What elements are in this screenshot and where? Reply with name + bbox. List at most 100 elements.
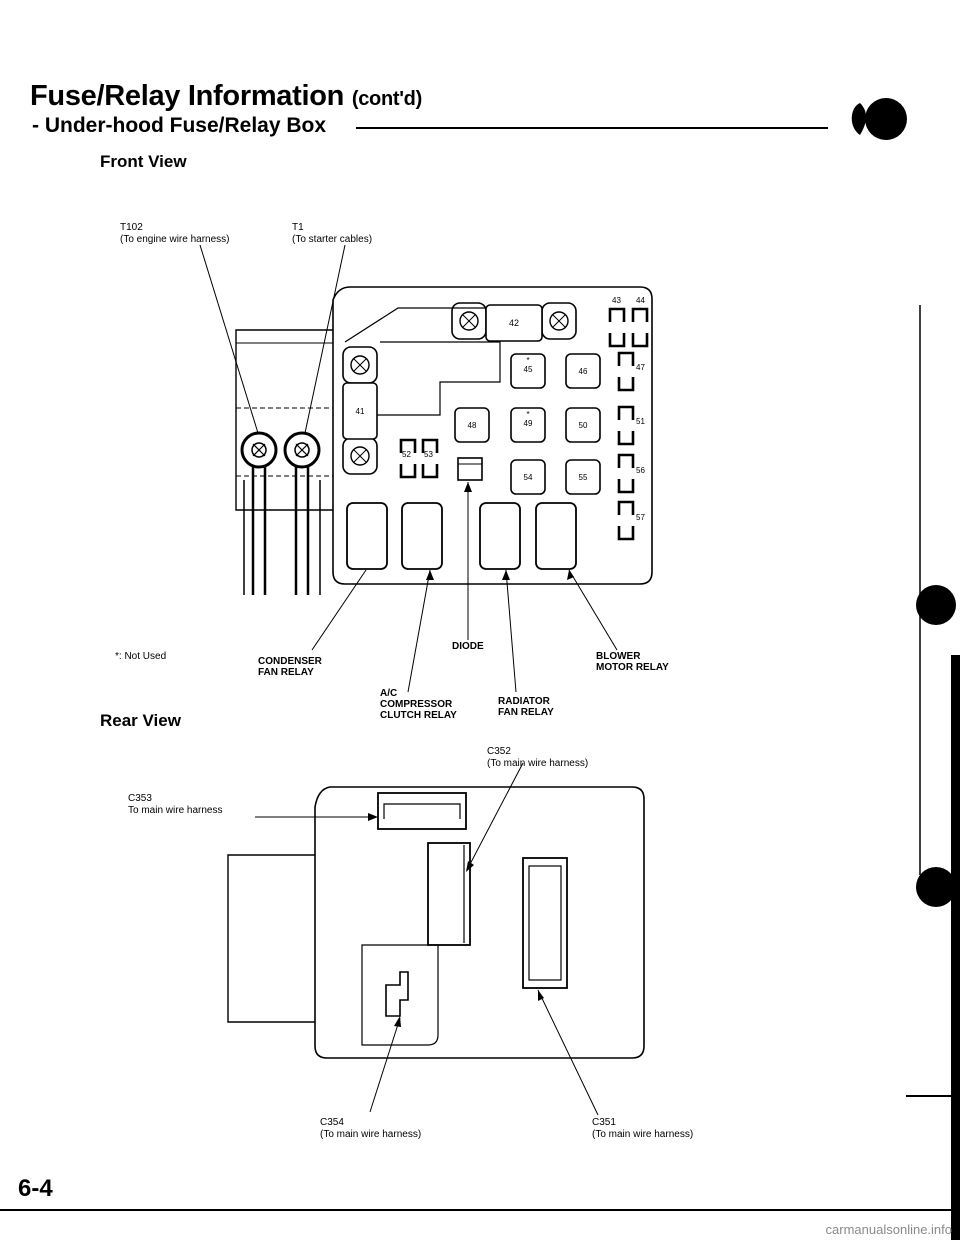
fuse-54 [510,459,546,495]
condenser-fan-relay [346,502,388,570]
arrow-c354 [394,1016,401,1027]
fuse-45-star: * [526,356,530,365]
c351-connector [522,857,568,989]
leader-c354 [369,1017,401,1113]
fuse-54-label: 54 [523,472,533,482]
c352-id: C352 [487,746,511,757]
margin-bar [951,655,960,1240]
c354-id: C354 [320,1117,344,1128]
fuse-44-label: 44 [636,296,645,305]
fuse-49 [510,407,546,443]
fuse-50 [565,407,601,443]
c354-housing [361,944,439,1046]
not-used-note: *: Not Used [115,651,167,662]
leader-radiator [505,569,517,693]
c352-desc: (To main wire harness) [487,758,589,769]
rear-view-heading: Rear View [100,711,181,730]
arrow-diode [464,482,472,492]
fuse-56-label: 56 [636,466,645,475]
rear-box-outline [314,786,645,1059]
fuse-55 [565,459,601,495]
ac-compressor-clutch-relay [401,502,443,570]
punch-hole-2 [916,585,956,625]
margin-decorations [851,98,960,1240]
section-heading: - Under-hood Fuse/Relay Box [32,114,326,138]
punch-hole-3 [916,867,956,907]
fuse-42-label: 42 [508,318,519,328]
internal-step-2 [376,341,501,416]
c353-connector [377,792,467,830]
condenser-fan-relay-label: CONDENSER FAN RELAY [258,656,322,678]
c351-id: C351 [592,1117,616,1128]
page-number: 6-4 [18,1175,53,1202]
section-rule [356,127,828,129]
fuse-48-label: 48 [467,420,477,430]
t102-id: T102 [120,222,143,233]
c353-label: C353 To main wire harness [128,793,222,817]
margin-hook-mark [851,103,867,135]
front-box-outline [332,286,653,585]
front-view-heading: Front View [100,152,187,171]
arrow-c351 [538,990,544,1001]
t1-id: T1 [292,222,304,233]
c352-label: C352 (To main wire harness) [487,746,588,770]
leader-t1 [304,244,346,434]
section-dash: - [32,114,39,137]
leader-ac [407,569,431,693]
page-title-main: Fuse/Relay Information [30,80,345,112]
section-title: Under-hood Fuse/Relay Box [44,114,327,137]
bolt-mount-3 [342,346,378,384]
fuse-53-label: 53 [424,450,433,459]
fuse-43-label: 43 [612,296,621,305]
arrow-radiator [502,570,510,580]
radiator-fan-relay [479,502,521,570]
fuse-48 [454,407,490,443]
front-view-diagram [199,244,653,693]
arrow-c353 [368,813,378,821]
fuse-51-label: 51 [636,417,645,426]
fuse-45 [510,353,546,389]
radiator-fan-relay-label: RADIATOR FAN RELAY [498,696,554,718]
fuse-47-label: 47 [636,363,645,372]
t102-desc: (To engine wire harness) [120,234,230,245]
leader-blower [568,569,618,651]
fuse-46 [565,353,601,389]
watermark: carmanualsonline.info [825,1222,952,1237]
c352-connector [427,842,471,946]
fuse-45-label: 45 [523,365,533,374]
leader-t102 [199,244,259,434]
fuse-42 [485,304,543,342]
diode-label: DIODE [452,641,484,652]
ac-compressor-relay-label: A/C COMPRESSOR CLUTCH RELAY [380,688,457,721]
fuse-50-label: 50 [578,420,588,430]
arrow-blower [567,570,574,580]
fuse-46-label: 46 [578,366,588,376]
punch-hole-1 [865,98,907,140]
fuse-52-label: 52 [402,450,411,459]
t1-label: T1 (To starter cables) [292,222,372,246]
page-title: Fuse/Relay Information (cont'd) [30,80,422,113]
page-title-suffix: (cont'd) [351,88,422,110]
internal-step-1 [344,307,500,343]
c353-desc: To main wire harness [128,805,223,816]
c351-label: C351 (To main wire harness) [592,1117,693,1141]
fuse-49-marking: * 49 [511,410,545,428]
fuse-49-label: 49 [523,419,533,428]
fuse-45-marking: * 45 [511,356,545,374]
fuse-49-star: * [526,410,530,419]
fuse-41 [342,382,378,440]
ring-terminal-t102 [240,431,278,595]
terminal-bracket [235,329,333,511]
fuse-57-label: 57 [636,513,645,522]
arrow-c352 [466,861,474,872]
margin-tick [906,1095,956,1097]
t1-desc: (To starter cables) [292,234,373,245]
leader-c352 [467,762,524,869]
ring-terminal-t1 [283,431,321,595]
blower-motor-relay [535,502,577,570]
fuse-55-label: 55 [578,472,588,482]
c354-desc: (To main wire harness) [320,1129,422,1140]
c354-label: C354 (To main wire harness) [320,1117,421,1141]
t102-label: T102 (To engine wire harness) [120,222,230,246]
